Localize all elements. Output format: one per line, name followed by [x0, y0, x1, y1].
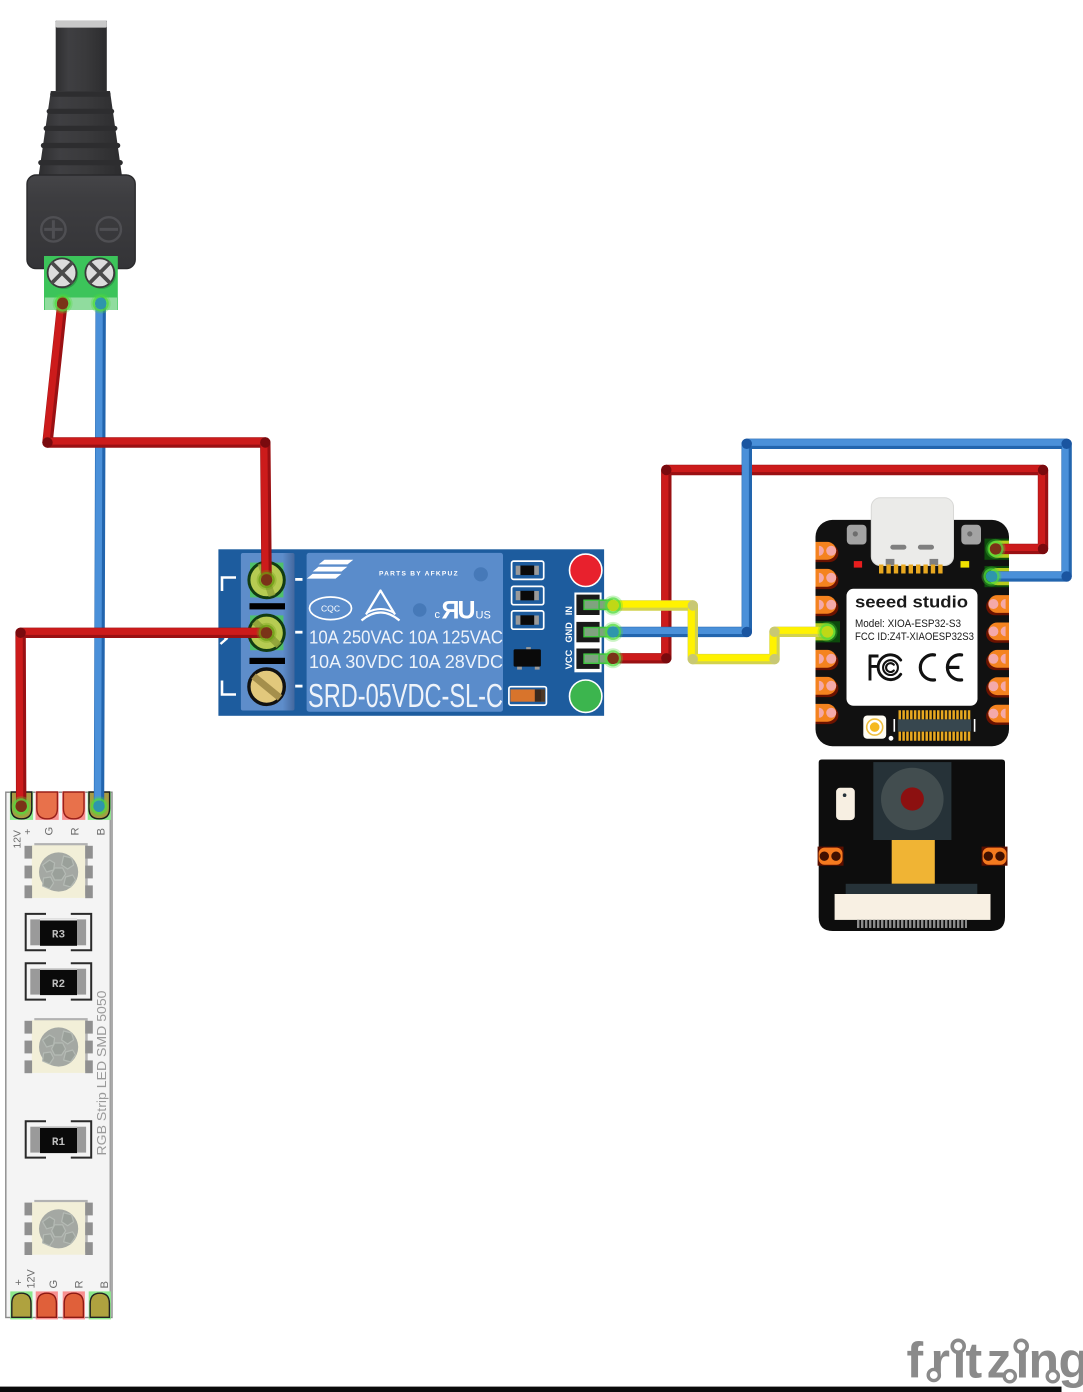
svg-text:U: U — [458, 597, 476, 625]
svg-text:B: B — [99, 1281, 111, 1288]
svg-text:R: R — [74, 1280, 86, 1288]
svg-text:10A 30VDC 10A 28VDC: 10A 30VDC 10A 28VDC — [309, 652, 503, 672]
svg-text:Model: XIOA-ESP32-S3: Model: XIOA-ESP32-S3 — [855, 618, 961, 630]
svg-text:g: g — [1059, 1333, 1083, 1389]
svg-text:CQC: CQC — [321, 603, 340, 613]
svg-text:c: c — [435, 609, 441, 621]
svg-text:R: R — [70, 827, 82, 835]
svg-text:10A 250VAC 10A 125VAC: 10A 250VAC 10A 125VAC — [309, 628, 503, 648]
svg-text:R3: R3 — [52, 930, 66, 942]
svg-text:R: R — [441, 597, 459, 625]
svg-text:f: f — [907, 1333, 924, 1389]
svg-text:G: G — [48, 1280, 60, 1289]
svg-text:FCC ID:Z4T-XIAOESP32S3: FCC ID:Z4T-XIAOESP32S3 — [855, 631, 974, 643]
svg-text:R1: R1 — [52, 1137, 66, 1149]
svg-text:G: G — [44, 827, 56, 836]
svg-text:SRD-05VDC-SL-C: SRD-05VDC-SL-C — [308, 677, 503, 714]
svg-text:VCC: VCC — [564, 649, 574, 669]
svg-text:12V: 12V — [26, 1268, 38, 1288]
svg-text:R2: R2 — [52, 979, 65, 991]
svg-text:12V: 12V — [13, 830, 24, 849]
svg-text:+: + — [13, 1279, 25, 1285]
svg-text:US: US — [476, 610, 491, 622]
svg-text:t: t — [966, 1333, 983, 1389]
svg-text:RGB Strip LED SMD 5050: RGB Strip LED SMD 5050 — [94, 991, 109, 1156]
svg-text:seeed studio: seeed studio — [855, 594, 968, 612]
svg-text:GND: GND — [564, 622, 574, 643]
svg-text:IN: IN — [564, 606, 574, 616]
svg-text:B: B — [96, 828, 108, 835]
svg-text:PARTS BY AFKPUZ: PARTS BY AFKPUZ — [379, 571, 459, 578]
svg-text:+: + — [23, 829, 34, 835]
